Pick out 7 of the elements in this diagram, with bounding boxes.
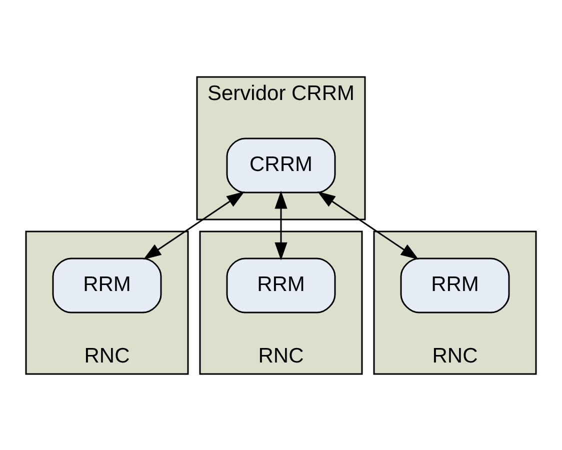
arrow — [143, 190, 245, 260]
arrow — [317, 190, 419, 260]
arrow — [274, 190, 288, 260]
node-box: RRM — [52, 257, 162, 313]
node-box: CRRM — [226, 137, 336, 193]
node-box: RRM — [226, 257, 336, 313]
node-box: RRM — [400, 257, 510, 313]
